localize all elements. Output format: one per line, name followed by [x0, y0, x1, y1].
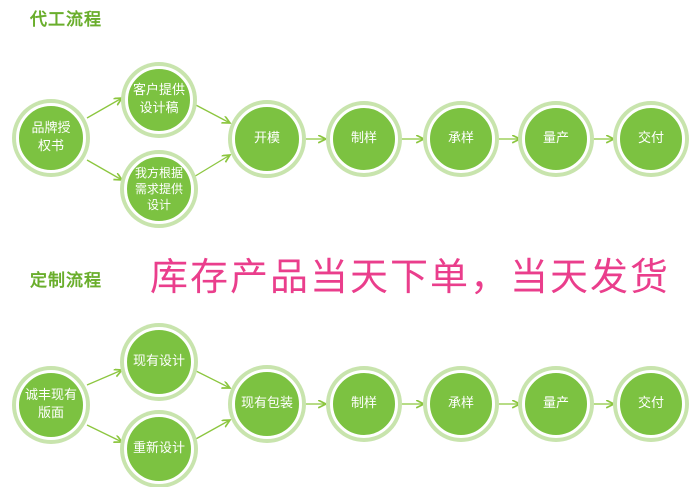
- arrow-custom-bottom-to-step1: [193, 420, 230, 441]
- custom-step-2: 制样: [330, 370, 398, 438]
- oem-step-2: 制样: [330, 105, 398, 173]
- arrow-oem-source-to-bottom: [86, 159, 122, 180]
- node-label-line: 客户提供: [132, 83, 185, 99]
- step-label: 量产: [542, 396, 569, 412]
- custom-source-node: 诚丰现有 版面: [16, 370, 86, 440]
- step-label: 承样: [447, 131, 474, 147]
- step-label: 制样: [350, 396, 377, 412]
- arrow-oem-source-to-top: [86, 98, 122, 119]
- custom-step-1: 现有包装: [232, 369, 302, 439]
- oem-step-3: 承样: [427, 105, 495, 173]
- step-label: 交付: [637, 131, 664, 147]
- custom-step-3: 承样: [427, 370, 495, 438]
- node-label-line: 现有设计: [132, 354, 185, 370]
- oem-source-node: 品牌授 权书: [16, 103, 86, 173]
- custom-step-4: 量产: [522, 370, 590, 438]
- step-label: 量产: [542, 131, 569, 147]
- custom-step-5: 交付: [617, 370, 685, 438]
- node-label-line: 我方根据: [134, 165, 183, 180]
- oem-step-1: 开模: [232, 104, 302, 174]
- slogan-text: 库存产品当天下单，当天发货: [150, 255, 671, 299]
- node-label-line: 诚丰现有: [24, 388, 77, 404]
- step-label: 制样: [350, 131, 377, 147]
- oem-step-5: 交付: [617, 105, 685, 173]
- step-label: 开模: [253, 131, 280, 147]
- oem-branch-top-node: 客户提供 设计稿: [125, 66, 193, 134]
- oem-branch-bottom-node: 我方根据 需求提供 设计: [124, 154, 194, 224]
- step-label: 交付: [637, 396, 664, 412]
- custom-branch-bottom-node: 重新设计: [124, 414, 194, 484]
- step-label: 承样: [447, 396, 474, 412]
- node-label-line: 需求提供: [134, 181, 183, 196]
- node-label-line: 设计: [146, 198, 171, 213]
- step-label: 现有包装: [240, 396, 293, 412]
- arrow-custom-top-to-step1: [193, 369, 230, 388]
- oem-process-title: 代工流程: [30, 10, 102, 30]
- arrow-custom-source-to-top: [86, 370, 122, 386]
- node-label-line: 版面: [37, 406, 64, 421]
- custom-branch-top-node: 现有设计: [124, 327, 194, 397]
- arrow-oem-bottom-to-step1: [191, 155, 230, 179]
- node-label-line: 权书: [37, 139, 64, 154]
- node-label-line: 品牌授: [31, 121, 71, 137]
- node-label-line: 重新设计: [132, 441, 185, 457]
- arrow-oem-top-to-step1: [191, 102, 230, 123]
- arrow-custom-source-to-bottom: [86, 424, 122, 442]
- custom-process-title: 定制流程: [30, 271, 102, 291]
- oem-step-4: 量产: [522, 105, 590, 173]
- node-label-line: 设计稿: [139, 101, 179, 116]
